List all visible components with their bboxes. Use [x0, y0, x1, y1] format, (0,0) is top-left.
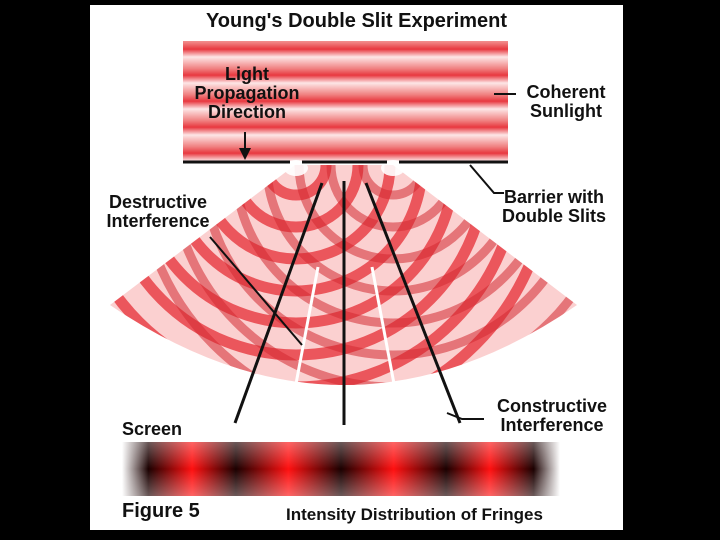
- intensity-caption: Intensity Distribution of Fringes: [286, 505, 543, 524]
- slit-glow-left: [284, 160, 308, 176]
- propagation-arrow: [239, 132, 251, 160]
- diagram-panel: Young's Double Slit Experiment Light Pro…: [90, 5, 623, 530]
- constructive-rays: [233, 181, 462, 425]
- diagram-title: Young's Double Slit Experiment: [205, 10, 508, 32]
- barrier-label: Barrier with Double Slits: [501, 187, 606, 226]
- screen-label: Screen: [122, 419, 183, 439]
- figure-caption: Figure 5: [122, 500, 200, 522]
- leader-lines: [209, 93, 516, 420]
- coherent-plane-waves: [183, 41, 508, 161]
- slit-glow-right: [381, 160, 405, 176]
- light-propagation-label: Light Propagation Direction: [194, 64, 300, 122]
- coherent-sunlight-label: Coherent Sunlight: [526, 82, 606, 121]
- destructive-rays: [290, 266, 400, 406]
- destructive-label: Destructive Interference: [106, 192, 210, 231]
- interference-diagram: [110, 41, 577, 496]
- constructive-label: Constructive Interference: [496, 396, 608, 435]
